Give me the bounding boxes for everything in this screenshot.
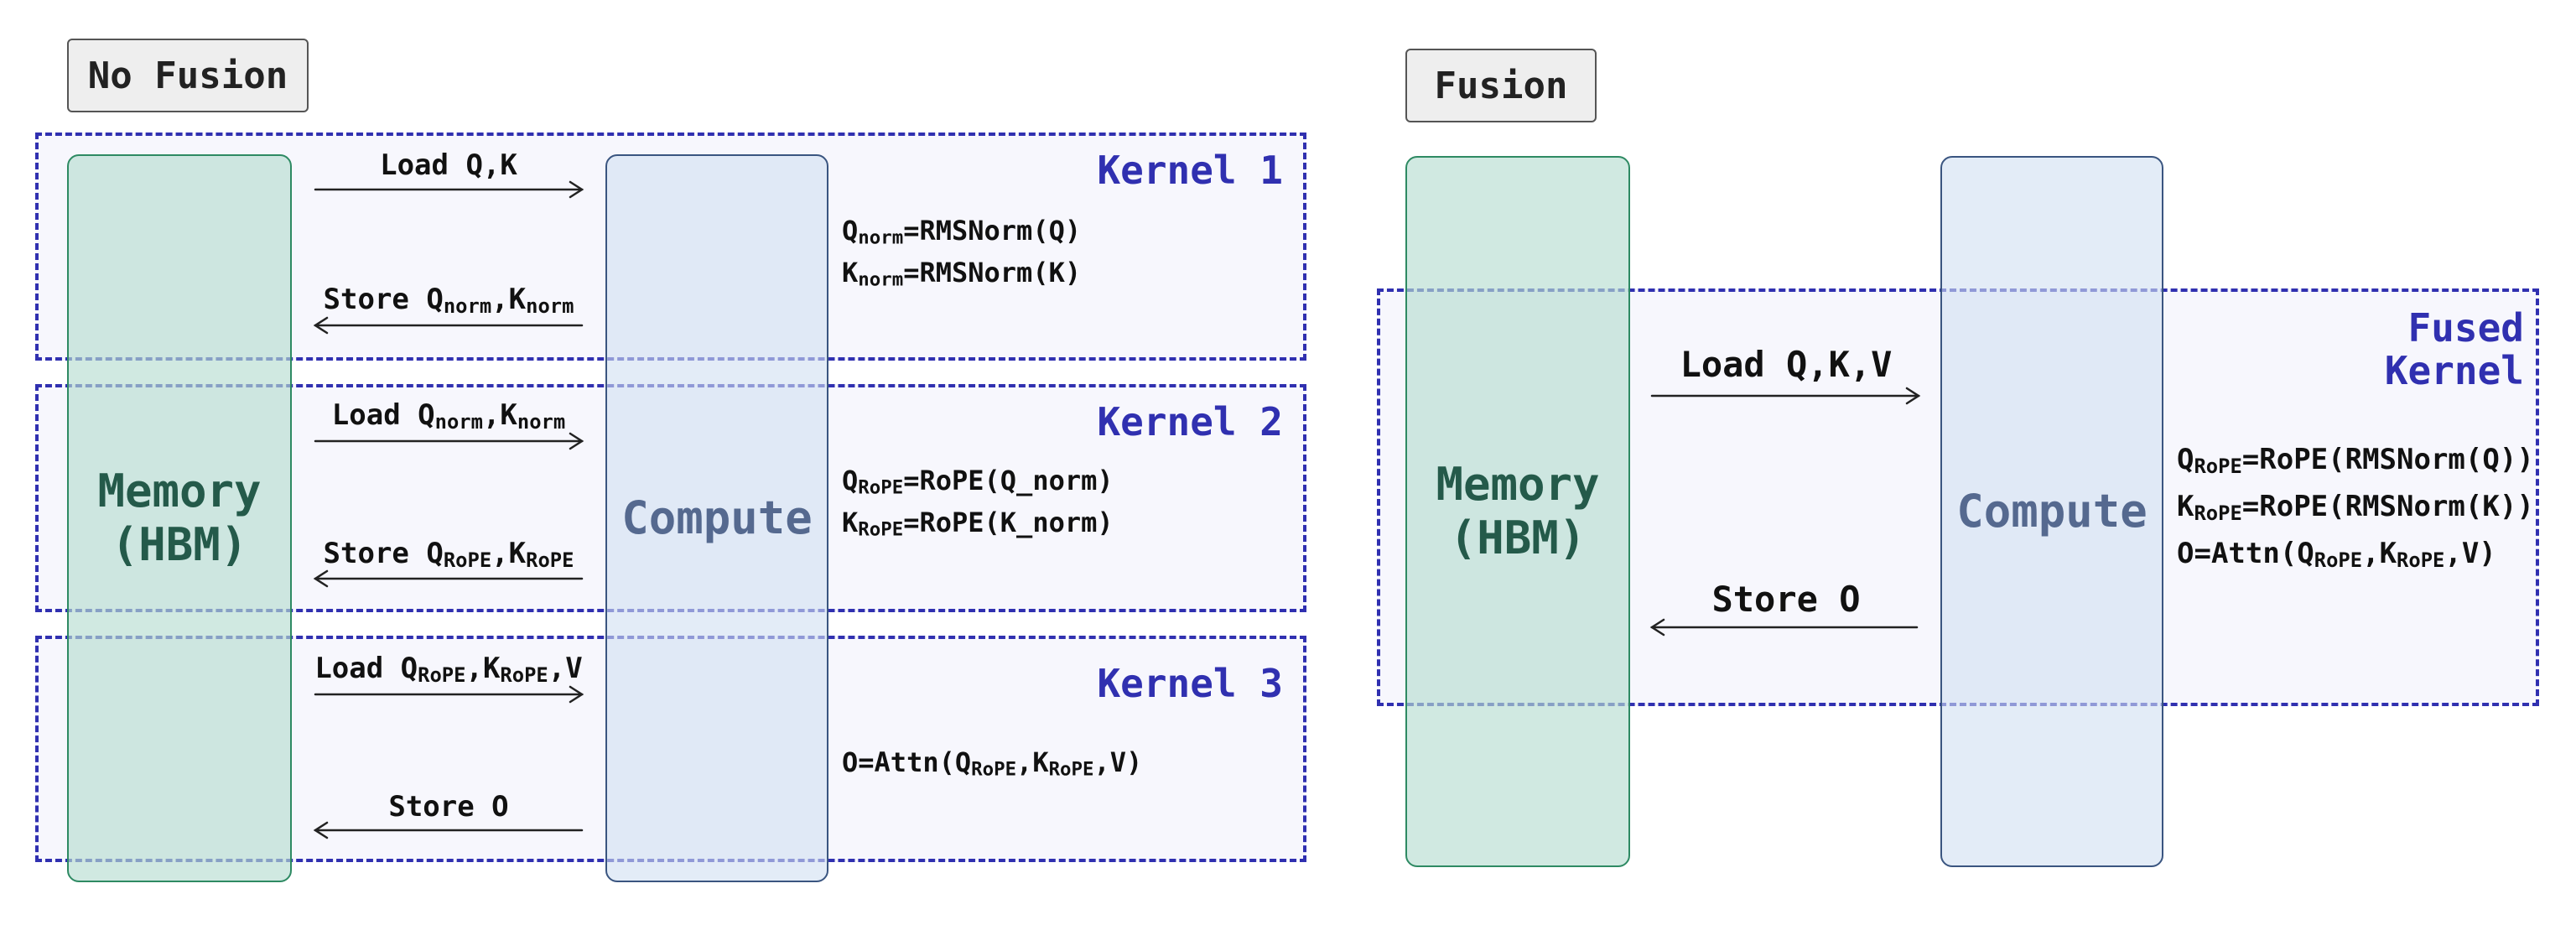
fused-op-attn: O=Attn(QRoPE,KRoPE,V) xyxy=(2177,537,2496,572)
kernel-2-load-label: Load Qnorm,Knorm xyxy=(331,398,566,434)
fused-store-label: Store O xyxy=(1711,579,1861,620)
kernel-3-label: Kernel 3 xyxy=(1097,661,1283,706)
fused-kernel-label: Fused Kernel xyxy=(2384,305,2524,393)
kernel-2-store-arrow xyxy=(313,569,584,588)
kernel-3-load-label: Load QRoPE,KRoPE,V xyxy=(314,652,583,687)
compute-column-right: Compute xyxy=(1940,156,2163,867)
kernel-3-store-label: Store O xyxy=(388,790,509,824)
kernel-3-load-arrow xyxy=(314,685,584,704)
fused-op-qrope: QRoPE=RoPE(RMSNorm(Q)) xyxy=(2177,443,2534,478)
fused-store-arrow xyxy=(1649,618,1919,637)
compute-column-left: Compute xyxy=(605,154,828,882)
kernel-2-label: Kernel 2 xyxy=(1097,399,1283,444)
memory-label: Memory (HBM) xyxy=(97,465,262,571)
kernel-1-store-arrow xyxy=(313,316,584,335)
compute-label: Compute xyxy=(1956,485,2148,538)
fused-load-label: Load Q,K,V xyxy=(1680,344,1893,385)
kernel-2-op-krope: KRoPE=RoPE(K_norm) xyxy=(842,507,1114,541)
kernel-1-label: Kernel 1 xyxy=(1097,148,1283,193)
compute-label: Compute xyxy=(621,491,813,545)
kernel-2-store-label: Store QRoPE,KRoPE xyxy=(323,537,574,572)
memory-column-left: Memory (HBM) xyxy=(67,154,292,882)
no-fusion-title: No Fusion xyxy=(67,39,309,112)
kernel-1-store-label: Store Qnorm,Knorm xyxy=(323,283,574,318)
kernel-3-op-attn: O=Attn(QRoPE,KRoPE,V) xyxy=(842,746,1143,781)
kernel-3-store-arrow xyxy=(313,821,584,839)
memory-column-right: Memory (HBM) xyxy=(1405,156,1630,867)
fusion-title: Fusion xyxy=(1405,49,1597,122)
fused-load-arrow xyxy=(1650,387,1921,405)
kernel-1-load-label: Load Q,K xyxy=(380,148,517,182)
kernel-1-load-arrow xyxy=(314,180,584,199)
kernel-1-op-knorm: Knorm=RMSNorm(K) xyxy=(842,257,1082,291)
memory-label: Memory (HBM) xyxy=(1436,458,1600,564)
kernel-1-op-qnorm: Qnorm=RMSNorm(Q) xyxy=(842,215,1082,249)
kernel-2-op-qrope: QRoPE=RoPE(Q_norm) xyxy=(842,465,1114,499)
fused-op-krope: KRoPE=RoPE(RMSNorm(K)) xyxy=(2177,490,2534,525)
kernel-2-load-arrow xyxy=(314,432,584,450)
